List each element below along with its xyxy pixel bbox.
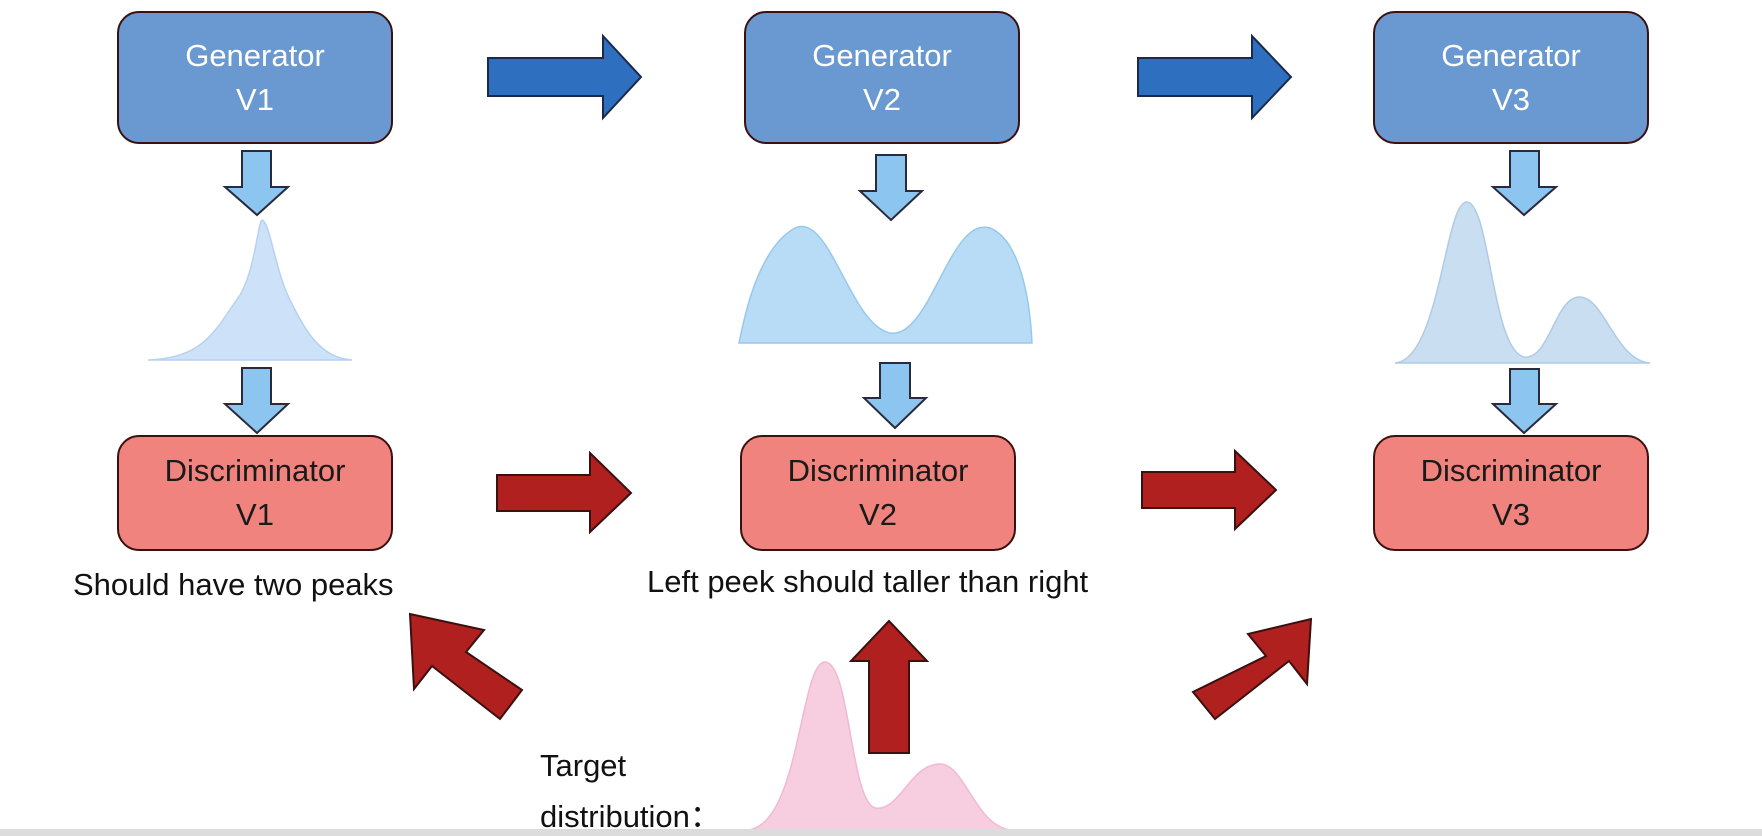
distribution-v1 (147, 219, 353, 361)
discriminator-v3-box: Discriminator V3 (1373, 435, 1649, 551)
bottom-bar (0, 829, 1762, 836)
arrow-dist-v3-down (1490, 368, 1559, 435)
arrow-target-to-d2 (848, 619, 930, 754)
generator-v2-version: V2 (863, 81, 901, 117)
target-label-line2: distribution： (540, 799, 721, 834)
arrow-dis-v1-to-v2 (496, 450, 633, 535)
note-discriminator-v1: Should have two peaks (73, 567, 394, 602)
arrow-dis-v2-to-v3 (1141, 448, 1278, 532)
discriminator-v2-version: V2 (859, 497, 897, 532)
discriminator-v1-title: Discriminator (164, 453, 346, 488)
generator-v1-version: V1 (236, 81, 274, 117)
target-distribution (747, 661, 1011, 831)
discriminator-v2-box: Discriminator V2 (740, 435, 1016, 551)
discriminator-v2-title: Discriminator (787, 453, 969, 488)
arrow-dist-v1-down (222, 367, 291, 435)
generator-v1-title: Generator (185, 37, 325, 73)
arrow-gen-v3-down (1490, 150, 1559, 217)
discriminator-v1-version: V1 (236, 497, 274, 532)
distribution-v3 (1394, 201, 1651, 364)
arrow-target-to-d3 (1191, 617, 1313, 721)
arrow-dist-v2-down (861, 362, 929, 430)
discriminator-v1-box: Discriminator V1 (117, 435, 393, 551)
note-discriminator-v2: Left peek should taller than right (647, 564, 1089, 599)
arrow-target-to-d1 (408, 612, 524, 721)
generator-v3-title: Generator (1441, 37, 1581, 73)
arrow-gen-v1-down (222, 150, 291, 217)
generator-v1-box: Generator V1 (117, 11, 393, 144)
generator-v2-box: Generator V2 (744, 11, 1020, 144)
arrow-gen-v2-to-v3 (1137, 33, 1293, 121)
discriminator-v3-version: V3 (1492, 497, 1530, 532)
generator-v2-title: Generator (812, 37, 952, 73)
discriminator-v3-title: Discriminator (1420, 453, 1602, 488)
distribution-v2 (738, 225, 1033, 344)
target-label-line1: Target (540, 748, 627, 783)
arrow-gen-v1-to-v2 (487, 33, 643, 121)
arrow-gen-v2-down (857, 154, 925, 222)
generator-v3-version: V3 (1492, 81, 1530, 117)
generator-v3-box: Generator V3 (1373, 11, 1649, 144)
